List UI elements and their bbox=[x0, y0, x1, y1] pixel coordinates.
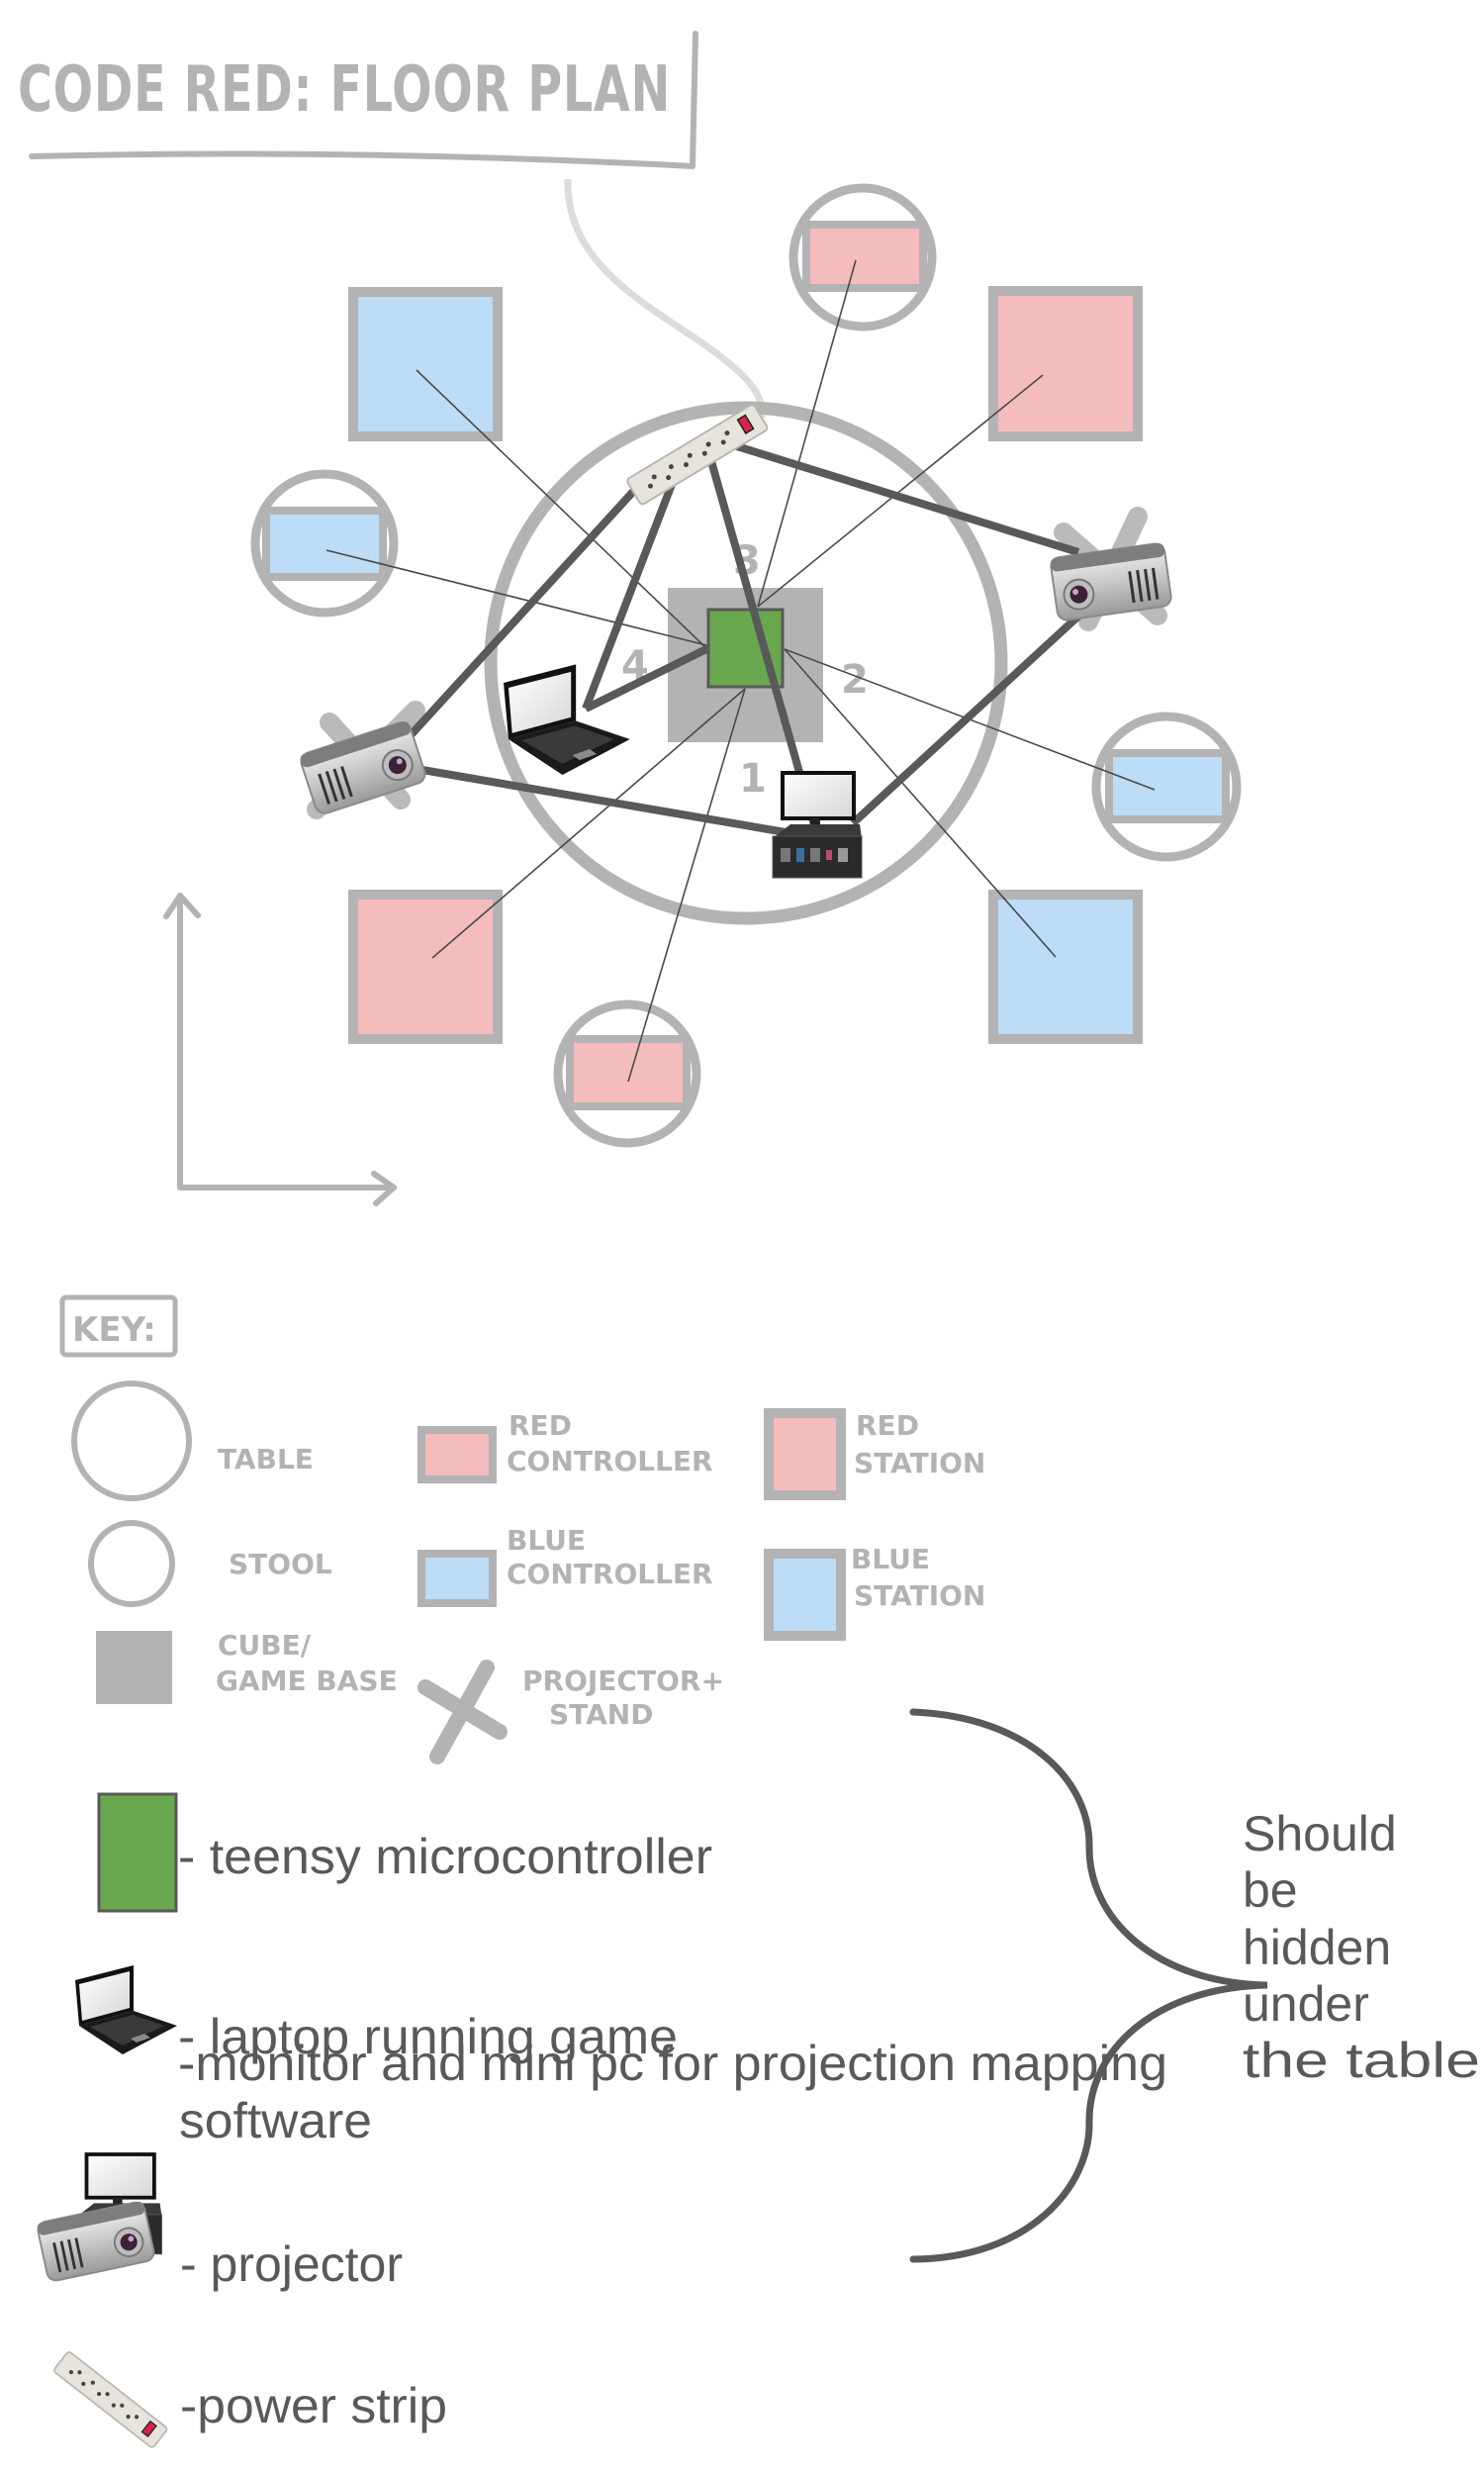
power-strip-icon bbox=[51, 2349, 169, 2450]
note-hidden-under-table: Should be hidden under the table bbox=[1243, 1806, 1480, 2088]
blue-station-top-left bbox=[348, 287, 503, 441]
wire-blue-station-bottom-right bbox=[784, 648, 1057, 958]
key-section: KEY: TABLE STOOL CUBE/ GAME BASE RED CON… bbox=[59, 1294, 985, 1764]
wire-red-controller-top bbox=[757, 259, 857, 608]
title-block: CODE RED: FLOOR PLAN bbox=[18, 31, 698, 169]
laptop-icon bbox=[504, 664, 630, 775]
side-number-1: 1 bbox=[739, 756, 767, 802]
key-label-projector-line1: PROJECTOR+ bbox=[522, 1665, 724, 1697]
stool-right bbox=[1091, 712, 1242, 862]
legend-monitor-line1: -monitor and mini pc for projection mapp… bbox=[178, 2036, 1167, 2091]
power-and-data-cables bbox=[408, 442, 1086, 837]
key-label-red-controller-line2: CONTROLLER bbox=[507, 1445, 713, 1477]
stool-left bbox=[250, 469, 399, 618]
key-red-controller-swatch bbox=[417, 1426, 497, 1483]
cable-left-projector-to-minipc bbox=[421, 766, 787, 836]
blue-controller-right bbox=[1105, 749, 1230, 823]
page-title: CODE RED: FLOOR PLAN bbox=[18, 53, 671, 127]
red-controller-bottom bbox=[566, 1035, 691, 1110]
key-label-cube-line1: CUBE/ bbox=[218, 1629, 312, 1662]
red-controller-top bbox=[802, 221, 927, 292]
key-blue-controller-swatch bbox=[417, 1550, 497, 1607]
note-line-5: the table bbox=[1243, 2033, 1480, 2088]
x-axis-arrowhead-icon bbox=[371, 1171, 397, 1206]
note-line-4: under bbox=[1243, 1976, 1369, 2032]
key-table-symbol bbox=[71, 1380, 192, 1501]
axis-arrows bbox=[163, 893, 397, 1206]
key-label-cube-line2: GAME BASE bbox=[216, 1665, 398, 1697]
blue-controller-left bbox=[262, 507, 387, 581]
stool-top bbox=[788, 183, 937, 332]
wire-red-station-top-right bbox=[757, 374, 1044, 608]
cable-strip-to-left-projector bbox=[408, 469, 654, 738]
key-label-blue-controller-line2: CONTROLLER bbox=[507, 1558, 713, 1590]
title-underline bbox=[29, 31, 698, 169]
key-label-projector-line2: STAND bbox=[549, 1698, 653, 1731]
red-station-bottom-left bbox=[348, 890, 503, 1044]
projector-icon bbox=[35, 2199, 157, 2284]
key-heading-box bbox=[59, 1294, 178, 1358]
key-red-station-swatch bbox=[764, 1408, 846, 1500]
legend-teensy: - teensy microcontroller bbox=[178, 1829, 712, 1884]
axis-lines bbox=[177, 893, 397, 1190]
power-cord bbox=[564, 178, 766, 419]
key-blue-station-swatch bbox=[764, 1549, 846, 1641]
wire-red-station-bottom-left bbox=[431, 688, 746, 959]
y-axis-arrowhead-icon bbox=[163, 893, 201, 919]
key-cube-symbol bbox=[96, 1631, 172, 1704]
key-label-blue-controller-line1: BLUE bbox=[507, 1524, 586, 1557]
green-square-icon bbox=[97, 1792, 178, 1913]
key-label-blue-station-line1: BLUE bbox=[851, 1543, 930, 1575]
legend-power-strip: -power strip bbox=[180, 2378, 447, 2433]
note-line-2: be bbox=[1243, 1862, 1298, 1918]
cable-strip-to-laptop bbox=[582, 459, 685, 711]
key-projector-stand-symbol bbox=[417, 1660, 508, 1764]
key-label-red-station-line1: RED bbox=[856, 1409, 919, 1442]
legend-laptop: - laptop running game bbox=[178, 2009, 678, 2064]
wire-blue-station-top-left bbox=[416, 369, 707, 649]
key-label-table: TABLE bbox=[218, 1443, 314, 1475]
note-line-1: Should bbox=[1243, 1806, 1397, 1861]
cable-laptop-to-teensy bbox=[584, 644, 710, 713]
key-label-stool: STOOL bbox=[229, 1548, 332, 1580]
device-legend: - teensy microcontroller - laptop runnin… bbox=[35, 1792, 1167, 2450]
legend-monitor-line2: software bbox=[179, 2093, 372, 2148]
curly-brace bbox=[909, 1708, 1268, 2263]
key-label-red-controller-line1: RED bbox=[509, 1409, 572, 1442]
key-label-blue-station-line2: STATION bbox=[854, 1579, 985, 1612]
stool-bottom bbox=[553, 999, 701, 1148]
mini-pc-icon bbox=[771, 771, 864, 880]
blue-station-bottom-right bbox=[988, 890, 1143, 1044]
legend-projector: - projector bbox=[180, 2236, 403, 2292]
cable-right-projector-to-minipc bbox=[850, 609, 1086, 826]
wire-red-controller-bottom bbox=[627, 688, 746, 1083]
key-heading: KEY: bbox=[72, 1310, 156, 1350]
key-label-red-station-line2: STATION bbox=[854, 1447, 985, 1479]
note-line-3: hidden bbox=[1243, 1920, 1391, 1975]
laptop-icon bbox=[75, 1965, 177, 2054]
red-station-top-right bbox=[988, 286, 1143, 441]
wire-blue-controller-left bbox=[325, 549, 707, 646]
cable-strip-to-right-projector bbox=[735, 442, 1080, 556]
key-stool-symbol bbox=[88, 1520, 175, 1607]
